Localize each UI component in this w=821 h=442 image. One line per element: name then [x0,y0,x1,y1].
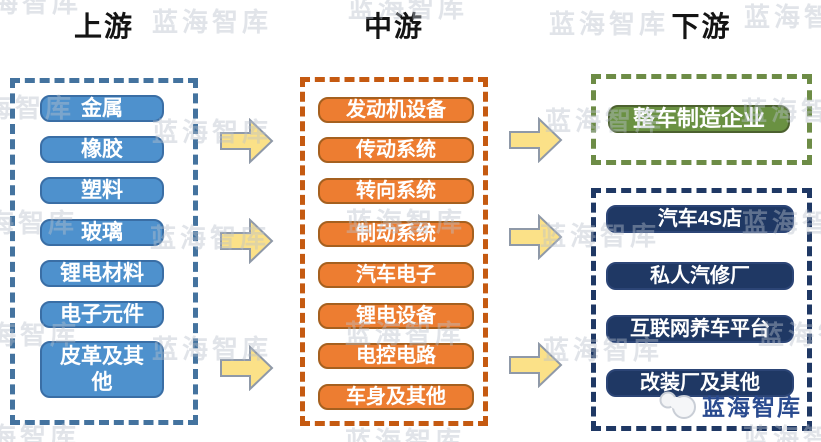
upstream-item: 玻璃 [40,219,164,246]
brand-logo-text: 蓝海智库 [702,394,802,420]
aftermarket-item: 私人汽修厂 [606,262,794,290]
midstream-item: 汽车电子 [318,262,474,288]
cloud-icon [659,391,696,419]
upstream-item: 塑料 [40,177,164,204]
upstream-item: 金属 [40,95,164,122]
midstream-item: 制动系统 [318,221,474,247]
upstream-item: 锂电材料 [40,260,164,287]
aftermarket-item: 改装厂及其他 [606,369,794,397]
flow-arrow-icon [509,342,563,388]
header-upstream: 上游 [73,11,134,42]
header-downstream: 下游 [671,11,732,42]
midstream-item: 锂电设备 [318,303,474,329]
brand-logo: 蓝海智库 [656,388,802,422]
flow-arrow-icon [220,118,274,164]
midstream-item: 转向系统 [318,178,474,204]
flow-arrow-icon [220,218,274,264]
midstream-item: 电控电路 [318,343,474,369]
downstream-aftermarket-group-box [591,188,812,431]
aftermarket-item: 汽车4S店 [606,205,794,233]
midstream-item: 车身及其他 [318,384,474,410]
upstream-item: 电子元件 [40,301,164,328]
upstream-item: 橡胶 [40,136,164,163]
flow-arrow-icon [220,345,274,391]
flow-arrow-icon [509,214,563,260]
upstream-group-box [10,78,198,425]
midstream-item: 发动机设备 [318,97,474,123]
aftermarket-item: 互联网养车平台 [606,315,794,343]
flow-arrow-icon [509,117,563,163]
upstream-item: 皮革及其他 [40,341,164,398]
header-midstream: 中游 [363,11,424,42]
downstream-oem-group-box [591,74,812,165]
oem-item: 整车制造企业 [608,105,790,133]
midstream-group-box [300,77,488,426]
midstream-item: 传动系统 [318,137,474,163]
